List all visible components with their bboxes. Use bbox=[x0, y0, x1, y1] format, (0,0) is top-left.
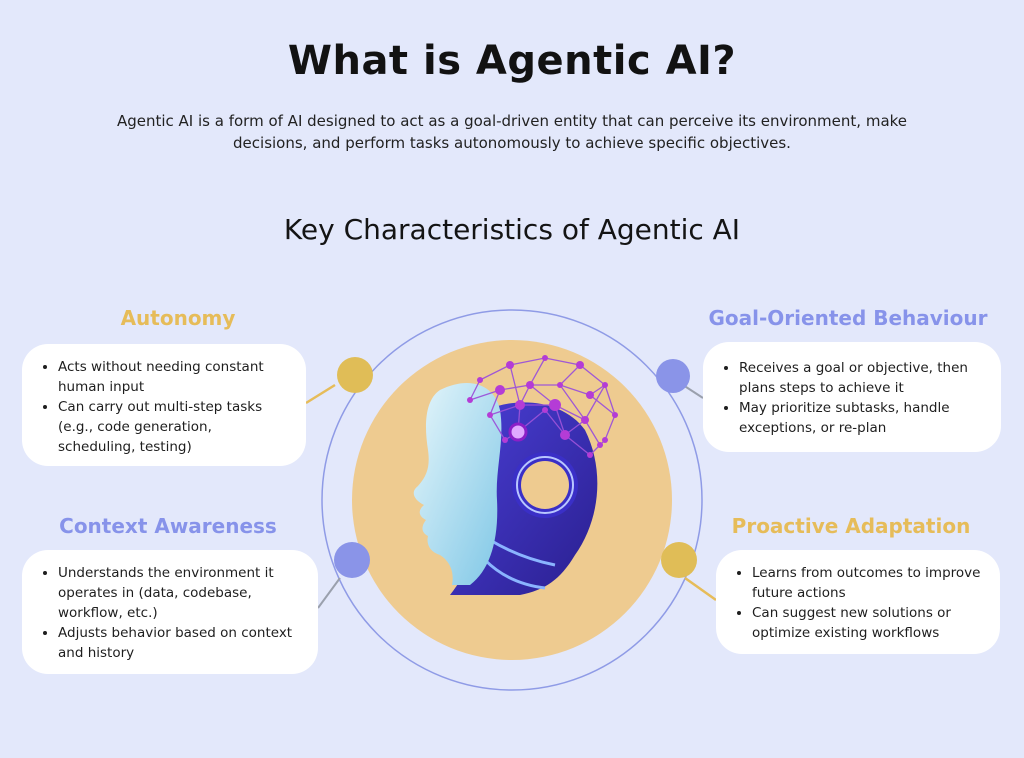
context-connector bbox=[317, 577, 341, 609]
proactive-adaptation-heading: Proactive Adaptation bbox=[731, 514, 971, 538]
proactive-dot bbox=[661, 542, 697, 578]
autonomy-point: Acts without needing constant human inpu… bbox=[58, 357, 292, 397]
proactive-adaptation-point: Can suggest new solutions or optimize ex… bbox=[752, 603, 986, 643]
context-awareness-heading: Context Awareness bbox=[59, 514, 277, 538]
proactive-connector bbox=[684, 576, 717, 602]
ai-head-icon bbox=[413, 355, 618, 595]
autonomy-dot bbox=[337, 357, 373, 393]
context-awareness-point: Adjusts behavior based on context and hi… bbox=[58, 623, 304, 663]
proactive-adaptation-point: Learns from outcomes to improve future a… bbox=[752, 563, 986, 603]
context-awareness-point: Understands the environment it operates … bbox=[58, 563, 304, 623]
goal-oriented-card: Receives a goal or objective, then plans… bbox=[703, 342, 1001, 452]
proactive-adaptation-card: Learns from outcomes to improve future a… bbox=[716, 550, 1000, 654]
autonomy-heading: Autonomy bbox=[120, 306, 236, 330]
goal-connector bbox=[682, 384, 704, 399]
intro-description: Agentic AI is a form of AI designed to a… bbox=[116, 112, 908, 152]
goal-oriented-point: May prioritize subtasks, handle exceptio… bbox=[739, 398, 987, 438]
page-title: What is Agentic AI? bbox=[287, 38, 737, 84]
autonomy-card: Acts without needing constant human inpu… bbox=[22, 344, 306, 466]
goal-oriented-point: Receives a goal or objective, then plans… bbox=[739, 358, 987, 398]
outer-ring bbox=[321, 309, 703, 691]
autonomy-point: Can carry out multi-step tasks (e.g., co… bbox=[58, 397, 292, 457]
section-title: Key Characteristics of Agentic AI bbox=[283, 213, 741, 246]
context-dot bbox=[334, 542, 370, 578]
autonomy-connector bbox=[305, 383, 336, 405]
goal-dot bbox=[656, 359, 690, 393]
goal-oriented-heading: Goal-Oriented Behaviour bbox=[708, 306, 988, 330]
context-awareness-card: Understands the environment it operates … bbox=[22, 550, 318, 674]
